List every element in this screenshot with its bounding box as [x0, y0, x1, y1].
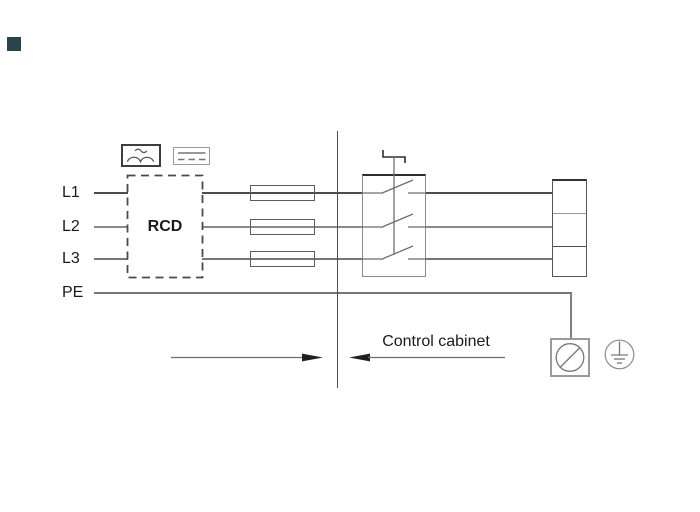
wire-l1-in	[94, 192, 128, 194]
corner-marker-square	[7, 37, 21, 51]
wire-l1-fuse-run	[202, 192, 362, 194]
wire-l1-out	[425, 192, 552, 194]
pulsating-dc-wave-icon	[121, 144, 161, 167]
terminal-divider	[553, 212, 586, 214]
screw-terminal-icon	[549, 337, 590, 377]
rcd-label: RCD	[147, 218, 183, 235]
fuse-icon-l1	[250, 185, 315, 201]
control-cabinet-label: Control cabinet	[382, 333, 490, 350]
protective-earth-icon	[604, 339, 635, 370]
contactor-switch-blades	[362, 150, 426, 261]
wire-l2-in	[94, 226, 128, 228]
wire-l3-out	[425, 258, 552, 260]
cabinet-boundary-line	[336, 131, 339, 388]
fuse-icon-l2	[250, 219, 315, 235]
rcd-box	[126, 174, 204, 279]
arrow-right-icon	[171, 353, 323, 362]
wire-l3-in	[94, 258, 128, 260]
smooth-dc-line-icon	[172, 146, 210, 165]
terminal-divider	[553, 245, 586, 248]
terminal-block-icon	[552, 179, 587, 277]
fuse-icon-l3	[250, 251, 315, 267]
wire-pe-drop	[570, 293, 572, 338]
conductor-label-l2: L2	[62, 218, 80, 235]
wire-l2-out	[425, 226, 552, 228]
wire-l3-fuse-run	[202, 258, 362, 260]
wire-pe-run	[94, 292, 572, 294]
arrow-left-icon	[349, 353, 505, 362]
conductor-label-l1: L1	[62, 184, 80, 201]
conductor-label-pe: PE	[62, 284, 84, 301]
conductor-label-l3: L3	[62, 250, 80, 267]
wire-l2-fuse-run	[202, 226, 362, 228]
